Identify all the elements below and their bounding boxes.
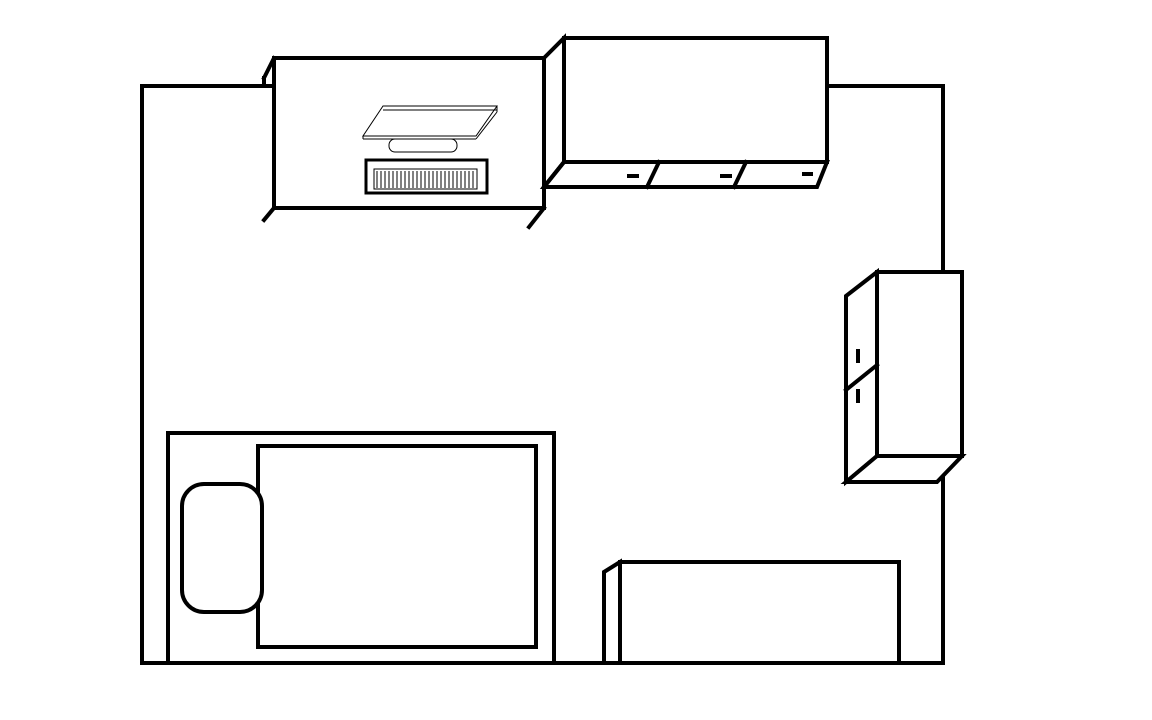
keyboard [364, 158, 489, 195]
computer-monitor [362, 105, 498, 153]
low-cabinet-bottom [602, 558, 901, 665]
pillow [180, 482, 264, 614]
bed [166, 431, 556, 665]
wall-cabinet-top [539, 33, 830, 193]
room-outline [140, 84, 945, 665]
desk [261, 55, 547, 230]
keyboard-keys [376, 171, 474, 188]
wardrobe-right [840, 267, 967, 487]
